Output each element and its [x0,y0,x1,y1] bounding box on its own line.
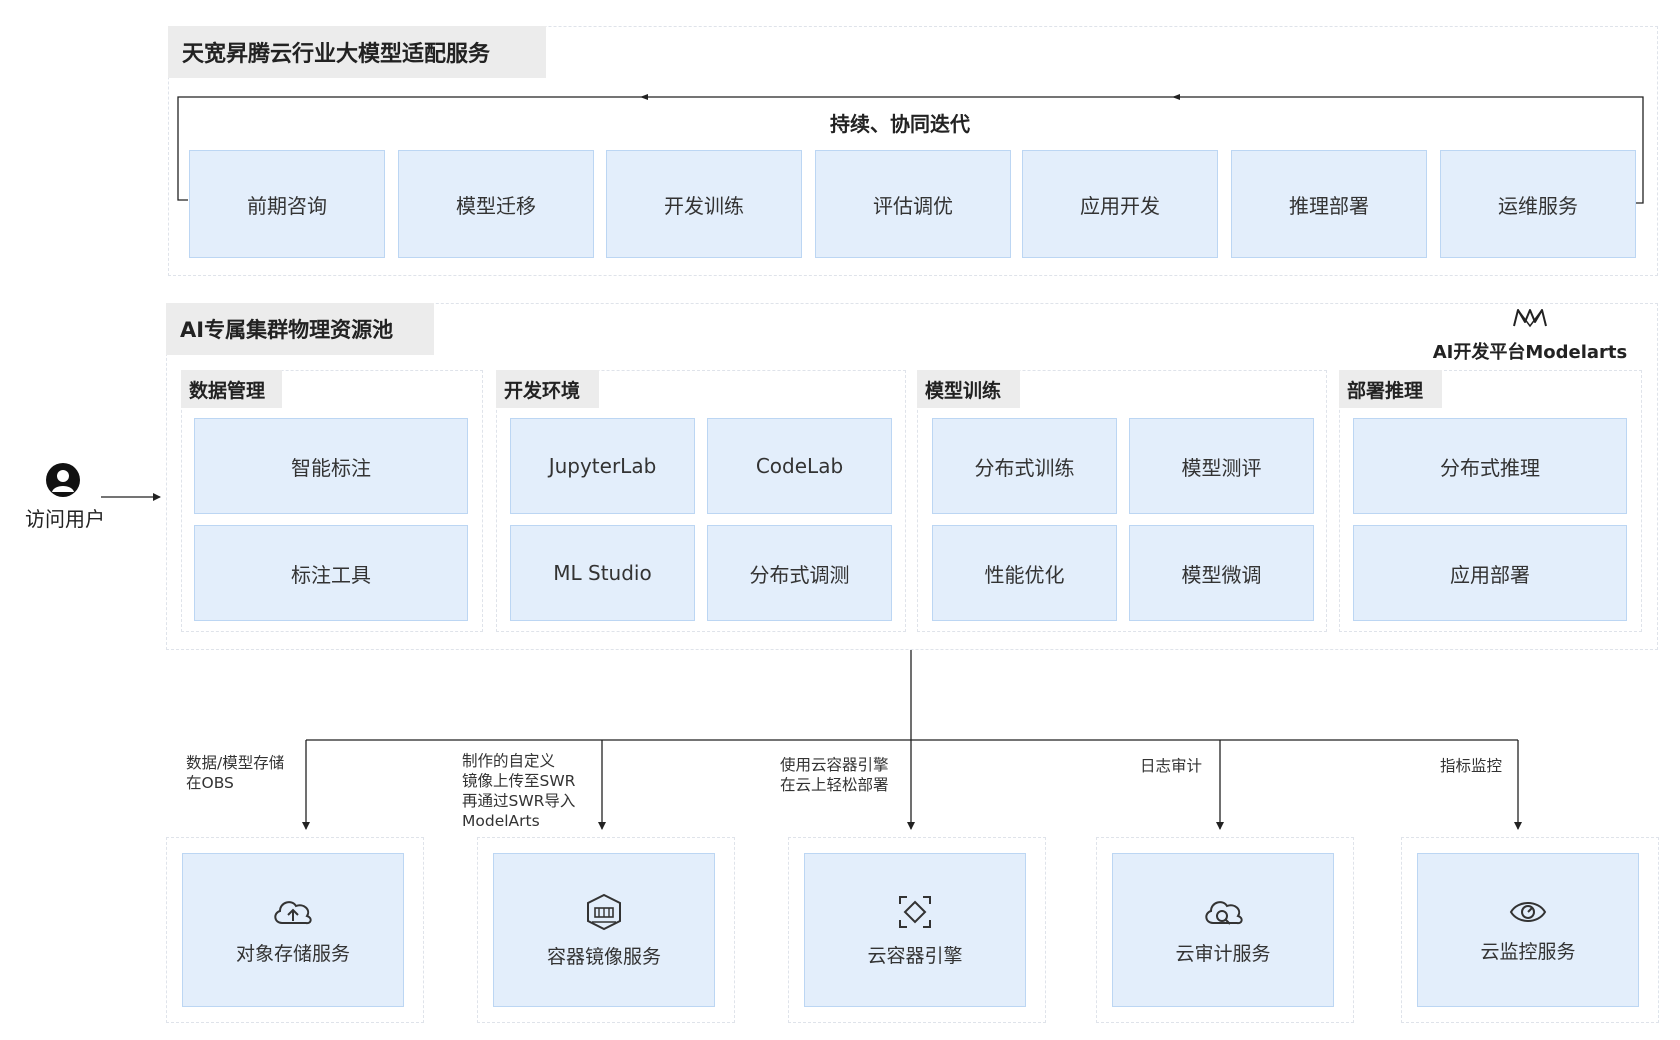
top-section-title: 天宽昇腾云行业大模型适配服务 [168,26,546,78]
service-panel-cce [788,837,1046,1023]
service-cce-label: 云容器引擎 [867,944,963,967]
item-distributed-training: 分布式训练 [932,418,1117,514]
group-dev-env-title: 开发环境 [496,370,599,408]
item-jupyterlab: JupyterLab [510,418,695,514]
service-obs-label: 对象存储服务 [235,942,350,965]
service-ces: 云监控服务 [1417,853,1639,1007]
service-swr: 容器镜像服务 [493,853,715,1007]
step-consulting: 前期咨询 [189,150,385,258]
cloud-upload-icon [274,900,312,924]
step-eval-tuning: 评估调优 [815,150,1011,258]
service-swr-label: 容器镜像服务 [546,945,661,968]
modelarts-platform-label: AI开发平台Modelarts [1432,342,1628,363]
iteration-loop-label: 持续、协同迭代 [830,112,970,136]
cloud-audit-icon [1205,900,1243,925]
note-ces: 指标监控 [1440,757,1503,775]
group-data-management-title: 数据管理 [181,370,282,408]
modelarts-logo [1500,302,1560,332]
user-avatar-icon [45,462,81,498]
resource-pool-title: AI专属集群物理资源池 [166,303,434,355]
resource-pool-panel [166,303,1658,650]
container-engine-icon [899,895,931,928]
item-app-deploy: 应用部署 [1353,525,1627,621]
eye-monitor-icon [1509,901,1547,922]
container-image-icon [587,893,621,930]
user-label: 访问用户 [25,507,105,531]
item-perf-optimization: 性能优化 [932,525,1117,621]
service-cce: 云容器引擎 [804,853,1026,1007]
group-model-training-title: 模型训练 [917,370,1020,408]
step-inference-deploy: 推理部署 [1231,150,1427,258]
service-panel-cts [1096,837,1354,1023]
item-distributed-inference: 分布式推理 [1353,418,1627,514]
item-model-eval: 模型测评 [1129,418,1314,514]
service-panel-obs [166,837,424,1023]
service-obs: 对象存储服务 [182,853,404,1007]
modelarts-logo-icon [1513,309,1547,328]
step-app-dev: 应用开发 [1022,150,1218,258]
item-smart-annotation: 智能标注 [194,418,468,514]
item-codelab: CodeLab [707,418,892,514]
service-ces-label: 云监控服务 [1480,940,1576,963]
note-cts: 日志审计 [1140,757,1203,775]
service-cts-label: 云审计服务 [1175,942,1271,965]
iteration-loop-line [177,96,1644,204]
step-dev-training: 开发训练 [606,150,802,258]
item-annotation-tool: 标注工具 [194,525,468,621]
step-ops-service: 运维服务 [1440,150,1636,258]
item-distributed-debug: 分布式调测 [707,525,892,621]
note-swr: 制作的自定义 镜像上传至SWR 再通过SWR导入 ModelArts [462,752,576,830]
loop-arrow-left [640,94,648,100]
step-model-migration: 模型迁移 [398,150,594,258]
service-panel-ces [1401,837,1659,1023]
item-model-finetune: 模型微调 [1129,525,1314,621]
top-section-panel [168,26,1658,276]
note-cce: 使用云容器引擎 在云上轻松部署 [780,756,889,794]
item-ml-studio: ML Studio [510,525,695,621]
group-deploy-inference-title: 部署推理 [1339,370,1442,408]
note-obs: 数据/模型存储 在OBS [186,754,285,792]
service-panel-swr [477,837,735,1023]
loop-arrow-right [1172,94,1180,100]
service-cts: 云审计服务 [1112,853,1334,1007]
